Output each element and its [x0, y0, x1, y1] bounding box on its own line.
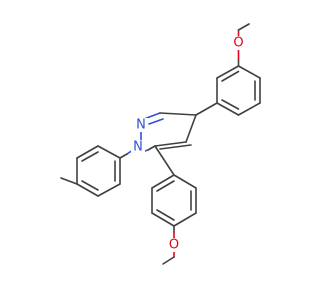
atom-n1: N: [131, 140, 145, 155]
tolyl-ring: [76, 145, 121, 197]
molecule-structure: N N O O: [60, 23, 261, 265]
upper-methoxy-group: [237, 23, 250, 67]
atom-n2: N: [134, 118, 148, 133]
lower-methoxyphenyl-ring: [151, 174, 197, 227]
atom-label-n2: N: [136, 118, 146, 133]
upper-methoxyphenyl-ring: [216, 65, 261, 116]
atom-label-n1: N: [133, 140, 143, 155]
atom-label-o-top: O: [233, 36, 243, 51]
pyrazole-ring: [140, 112, 197, 152]
atom-o-bottom: O: [167, 238, 181, 253]
methyl-bond: [60, 177, 78, 185]
bond-c5-aryl: [154, 145, 175, 176]
bond-c3-aryl: [195, 102, 218, 116]
bond-n1-aryl-carbon: [119, 153, 128, 159]
atom-o-top: O: [231, 36, 246, 51]
atom-label-o-bottom: O: [169, 238, 179, 253]
